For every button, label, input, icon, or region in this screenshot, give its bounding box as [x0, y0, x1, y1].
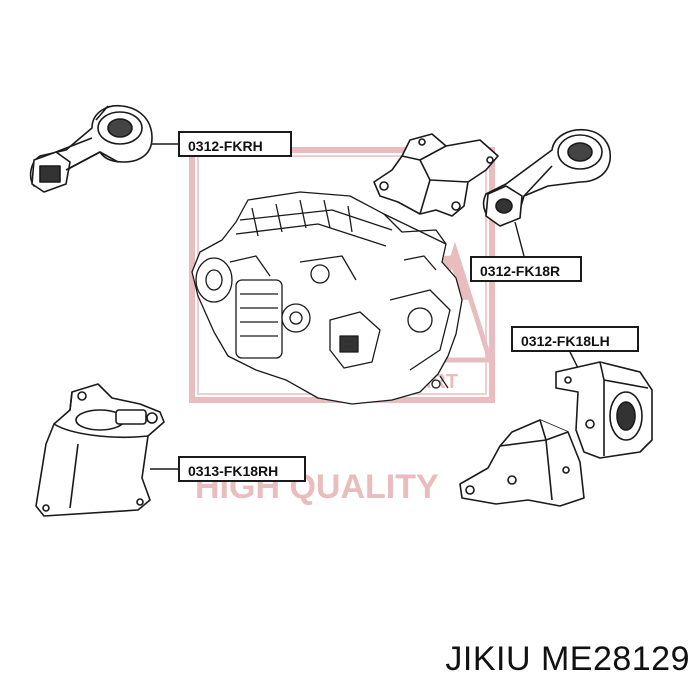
product-caption: JIKIU ME28129	[445, 640, 690, 678]
part-torque-rod-fk18r	[482, 128, 611, 227]
part-torque-rod-fkrh	[29, 104, 153, 193]
engine-assembly	[191, 191, 463, 405]
part-label-fk18r: 0312-FK18R	[470, 256, 582, 282]
part-bracket	[373, 133, 499, 217]
part-mount-fk18rh	[35, 383, 165, 517]
leader-lines	[150, 143, 579, 470]
part-label-fk18lh: 0312-FK18LH	[511, 326, 639, 352]
part-lower-bracket	[459, 419, 585, 507]
part-label-fkrh: 0312-FKRH	[178, 131, 292, 157]
part-mount-fk18lh	[555, 361, 653, 459]
part-label-fk18rh: 0313-FK18RH	[178, 456, 306, 482]
